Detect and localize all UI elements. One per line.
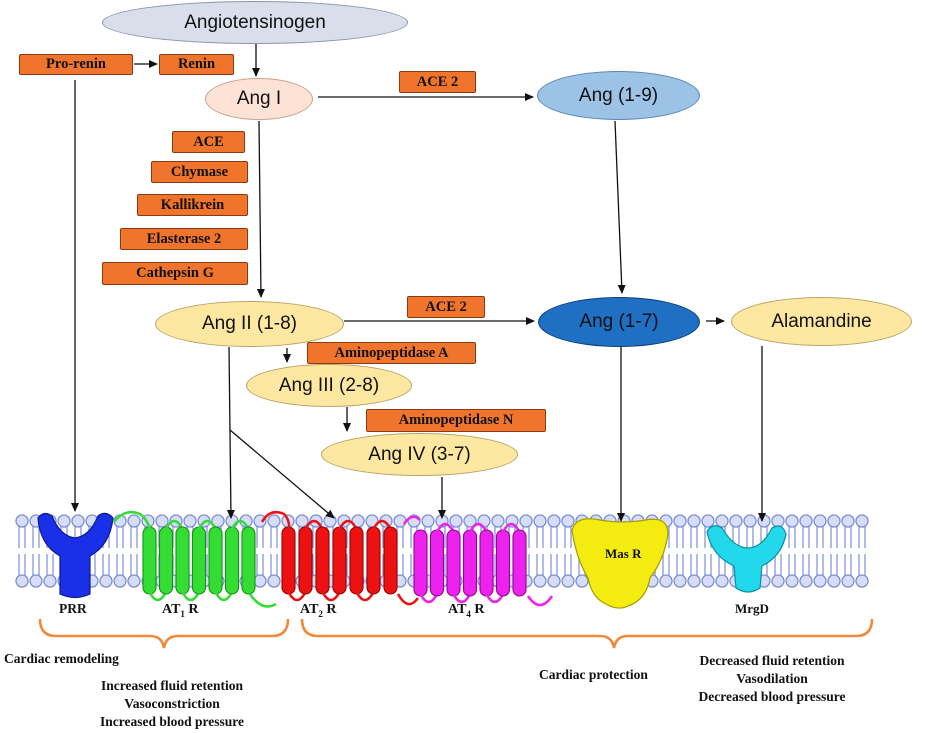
at2r-label: AT2 R [300, 602, 337, 619]
at4-n-terminus [402, 515, 421, 525]
left-effect-line-1: Increased fluid retention [100, 678, 243, 693]
at2-receptor-helix [366, 526, 381, 595]
at4r-prefix: AT [448, 602, 467, 617]
at2-receptor-helix [349, 526, 364, 595]
at4r-label: AT4 R [448, 602, 485, 619]
ang-iv-node: Ang IV (3-7) [321, 433, 518, 476]
at1-receptor [113, 511, 277, 608]
at2r-prefix: AT [300, 602, 319, 617]
at2-receptor [260, 511, 420, 606]
at4r-sub: 4 [466, 608, 471, 619]
mrgd-receptor [706, 525, 787, 593]
at2-receptor-helix [383, 526, 398, 595]
at4-receptor-helix [446, 529, 461, 597]
mas-r-label: Mas R [605, 546, 642, 561]
ace2-top-enzyme: ACE 2 [399, 71, 476, 93]
right-effect-line-2: Vasodilation [736, 671, 808, 686]
at2-receptor-helix [298, 526, 313, 595]
ang-ii-node: Ang II (1-8) [155, 301, 344, 347]
alamandine-node: Alamandine [731, 297, 912, 346]
angiotensinogen-node: Angiotensinogen [102, 1, 408, 44]
ang-1-7-node: Ang (1-7) [538, 297, 700, 347]
at2-receptor-helix [281, 526, 296, 595]
at1-n-terminus [113, 511, 152, 531]
at1r-sub: 1 [180, 608, 185, 619]
aminopeptidase-n-enzyme: Aminopeptidase N [366, 409, 546, 432]
ang-iii-node: Ang III (2-8) [246, 364, 412, 407]
at1r-suffix: R [184, 602, 199, 617]
right-effect-line-3: Decreased blood pressure [698, 689, 846, 704]
at1-receptor-helix [224, 526, 240, 595]
at1r-label: AT1 R [162, 602, 199, 619]
ang-i-node: Ang I [205, 78, 313, 120]
kallikrein-enzyme: Kallikrein [137, 194, 248, 216]
mas-r-receptor [571, 518, 669, 609]
prr-receptor [37, 512, 114, 599]
ang-1-9-node: Ang (1-9) [537, 71, 700, 120]
at4-receptor [402, 515, 554, 607]
prorenin-enzyme: Pro-renin [19, 54, 133, 75]
ang-ii-to-at1r-arrow [226, 346, 235, 519]
at4-c-terminus [526, 595, 554, 607]
at2-receptor-helix [315, 526, 330, 595]
at1-receptor-helix [191, 526, 207, 595]
cardiac-remodeling-text: Cardiac remodeling [4, 651, 119, 666]
at1r-prefix: AT [162, 602, 181, 617]
at1-receptor-helix [142, 526, 157, 595]
at2r-suffix: R [322, 602, 337, 617]
at2r-sub: 2 [318, 608, 323, 619]
prr-label: PRR [59, 601, 87, 616]
right-effect-bracket [300, 618, 874, 649]
at4-receptor-helix [512, 529, 527, 597]
at4-receptor-helix [429, 529, 445, 597]
ace2-mid-enzyme: ACE 2 [407, 296, 485, 318]
mrgd-label: MrgD [735, 601, 769, 616]
receptor-shapes [37, 511, 787, 609]
at2-receptor-helix [332, 526, 347, 595]
at4-receptor-helix [413, 529, 428, 597]
renin-enzyme: Renin [159, 54, 234, 75]
at4-receptor-helix [495, 529, 511, 597]
at4r-suffix: R [470, 602, 485, 617]
at4-receptor-helix [479, 529, 494, 597]
at1-receptor-helix [241, 526, 256, 595]
left-effect-line-3: Increased blood pressure [99, 714, 245, 729]
at4-receptor-helix [462, 529, 478, 597]
at2-c-terminus [396, 593, 420, 606]
ace-enzyme: ACE [172, 131, 245, 153]
elastase2-enzyme: Elasterase 2 [120, 228, 248, 250]
ang-1-9-to-ang-1-7-arrow [614, 120, 626, 294]
left-effect-line-2: Vasoconstriction [124, 696, 220, 711]
right-effect-line-1: Decreased fluid retention [699, 653, 845, 668]
at2-n-terminus [260, 511, 291, 531]
effect-brackets [38, 618, 874, 649]
ang-ii-to-at2r-arrow [229, 429, 335, 519]
at1-receptor-helix [208, 526, 223, 595]
at1-receptor-helix [158, 526, 174, 595]
cathepsin-g-enzyme: Cathepsin G [102, 262, 248, 285]
aminopeptidase-a-enzyme: Aminopeptidase A [307, 342, 476, 364]
at1-c-terminus [248, 593, 277, 608]
at1-receptor-helix [175, 526, 190, 595]
ang-i-to-ang-ii-arrow [256, 120, 265, 298]
pathway-arrows [71, 44, 766, 522]
chymase-enzyme: Chymase [151, 161, 248, 183]
left-effect-bracket [38, 618, 290, 649]
cardiac-protection-text: Cardiac protection [539, 667, 648, 682]
